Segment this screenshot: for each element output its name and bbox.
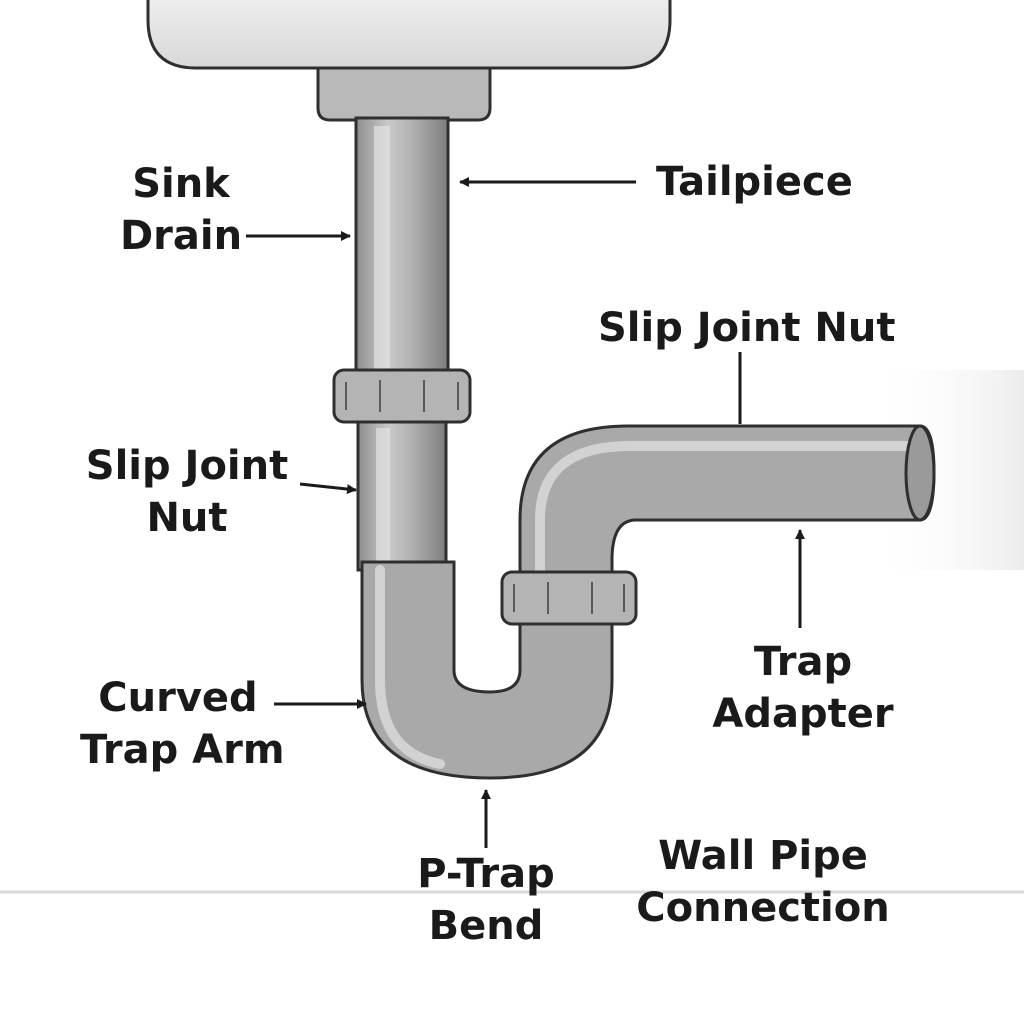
label-curved-trap-arm-line-2: Trap Arm [80, 727, 285, 773]
label-slip-joint-nut-left: Slip Joint Nut [84, 440, 290, 544]
label-trap-adapter-line-1: Trap [753, 639, 853, 685]
label-wall-pipe-connection-line-2: Connection [636, 885, 890, 931]
label-curved-trap-arm: Curved Trap Arm [80, 672, 285, 776]
label-slip-joint-nut-top: Slip Joint Nut [598, 302, 895, 354]
label-p-trap-bend: P-Trap Bend [406, 848, 566, 952]
label-trap-adapter: Trap Adapter [706, 636, 900, 740]
label-trap-adapter-line-2: Adapter [712, 691, 894, 737]
label-sink-drain-line-2: Drain [119, 213, 243, 259]
slip-joint-nut-lower [500, 570, 638, 626]
label-sink-drain: Sink Drain [116, 158, 246, 262]
label-curved-trap-arm-line-1: Curved [98, 675, 258, 721]
label-slip-joint-nut-left-line-2: Nut [146, 495, 228, 541]
label-slip-joint-nut-top-text: Slip Joint Nut [598, 305, 896, 351]
tailpiece-pipe [354, 116, 450, 382]
lower-drain-pipe [356, 418, 448, 572]
trap-arm-pipe [518, 424, 936, 602]
label-p-trap-bend-line-2: Bend [428, 903, 544, 949]
label-p-trap-bend-line-1: P-Trap [417, 851, 555, 897]
label-sink-drain-line-1: Sink [132, 161, 230, 207]
callout-arrows [246, 177, 805, 848]
sink-basin [146, 0, 672, 122]
arrow-slip-joint-nut-left [299, 482, 357, 495]
label-tailpiece: Tailpiece [656, 156, 853, 208]
label-wall-pipe-connection: Wall Pipe Connection [630, 830, 896, 934]
label-slip-joint-nut-left-line-1: Slip Joint [85, 443, 289, 489]
label-wall-pipe-connection-line-1: Wall Pipe [658, 833, 868, 879]
slip-joint-nut-upper [332, 368, 472, 424]
label-tailpiece-text: Tailpiece [656, 159, 853, 205]
